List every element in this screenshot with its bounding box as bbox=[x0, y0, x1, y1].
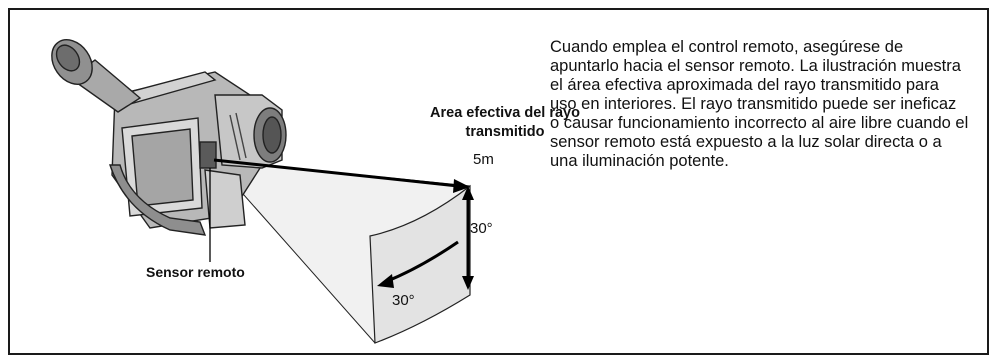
description-text: Cuando emplea el control remoto, asegúre… bbox=[550, 38, 969, 170]
horizontal-angle-label: 30° bbox=[392, 292, 415, 309]
sensor-label: Sensor remoto bbox=[146, 264, 245, 280]
vertical-angle-label: 30° bbox=[470, 220, 493, 237]
distance-label: 5m bbox=[473, 151, 494, 168]
arrow-heads bbox=[377, 179, 474, 290]
camcorder-body bbox=[51, 39, 287, 236]
effective-area-label: Area efectiva del rayo transmitido bbox=[430, 105, 580, 140]
